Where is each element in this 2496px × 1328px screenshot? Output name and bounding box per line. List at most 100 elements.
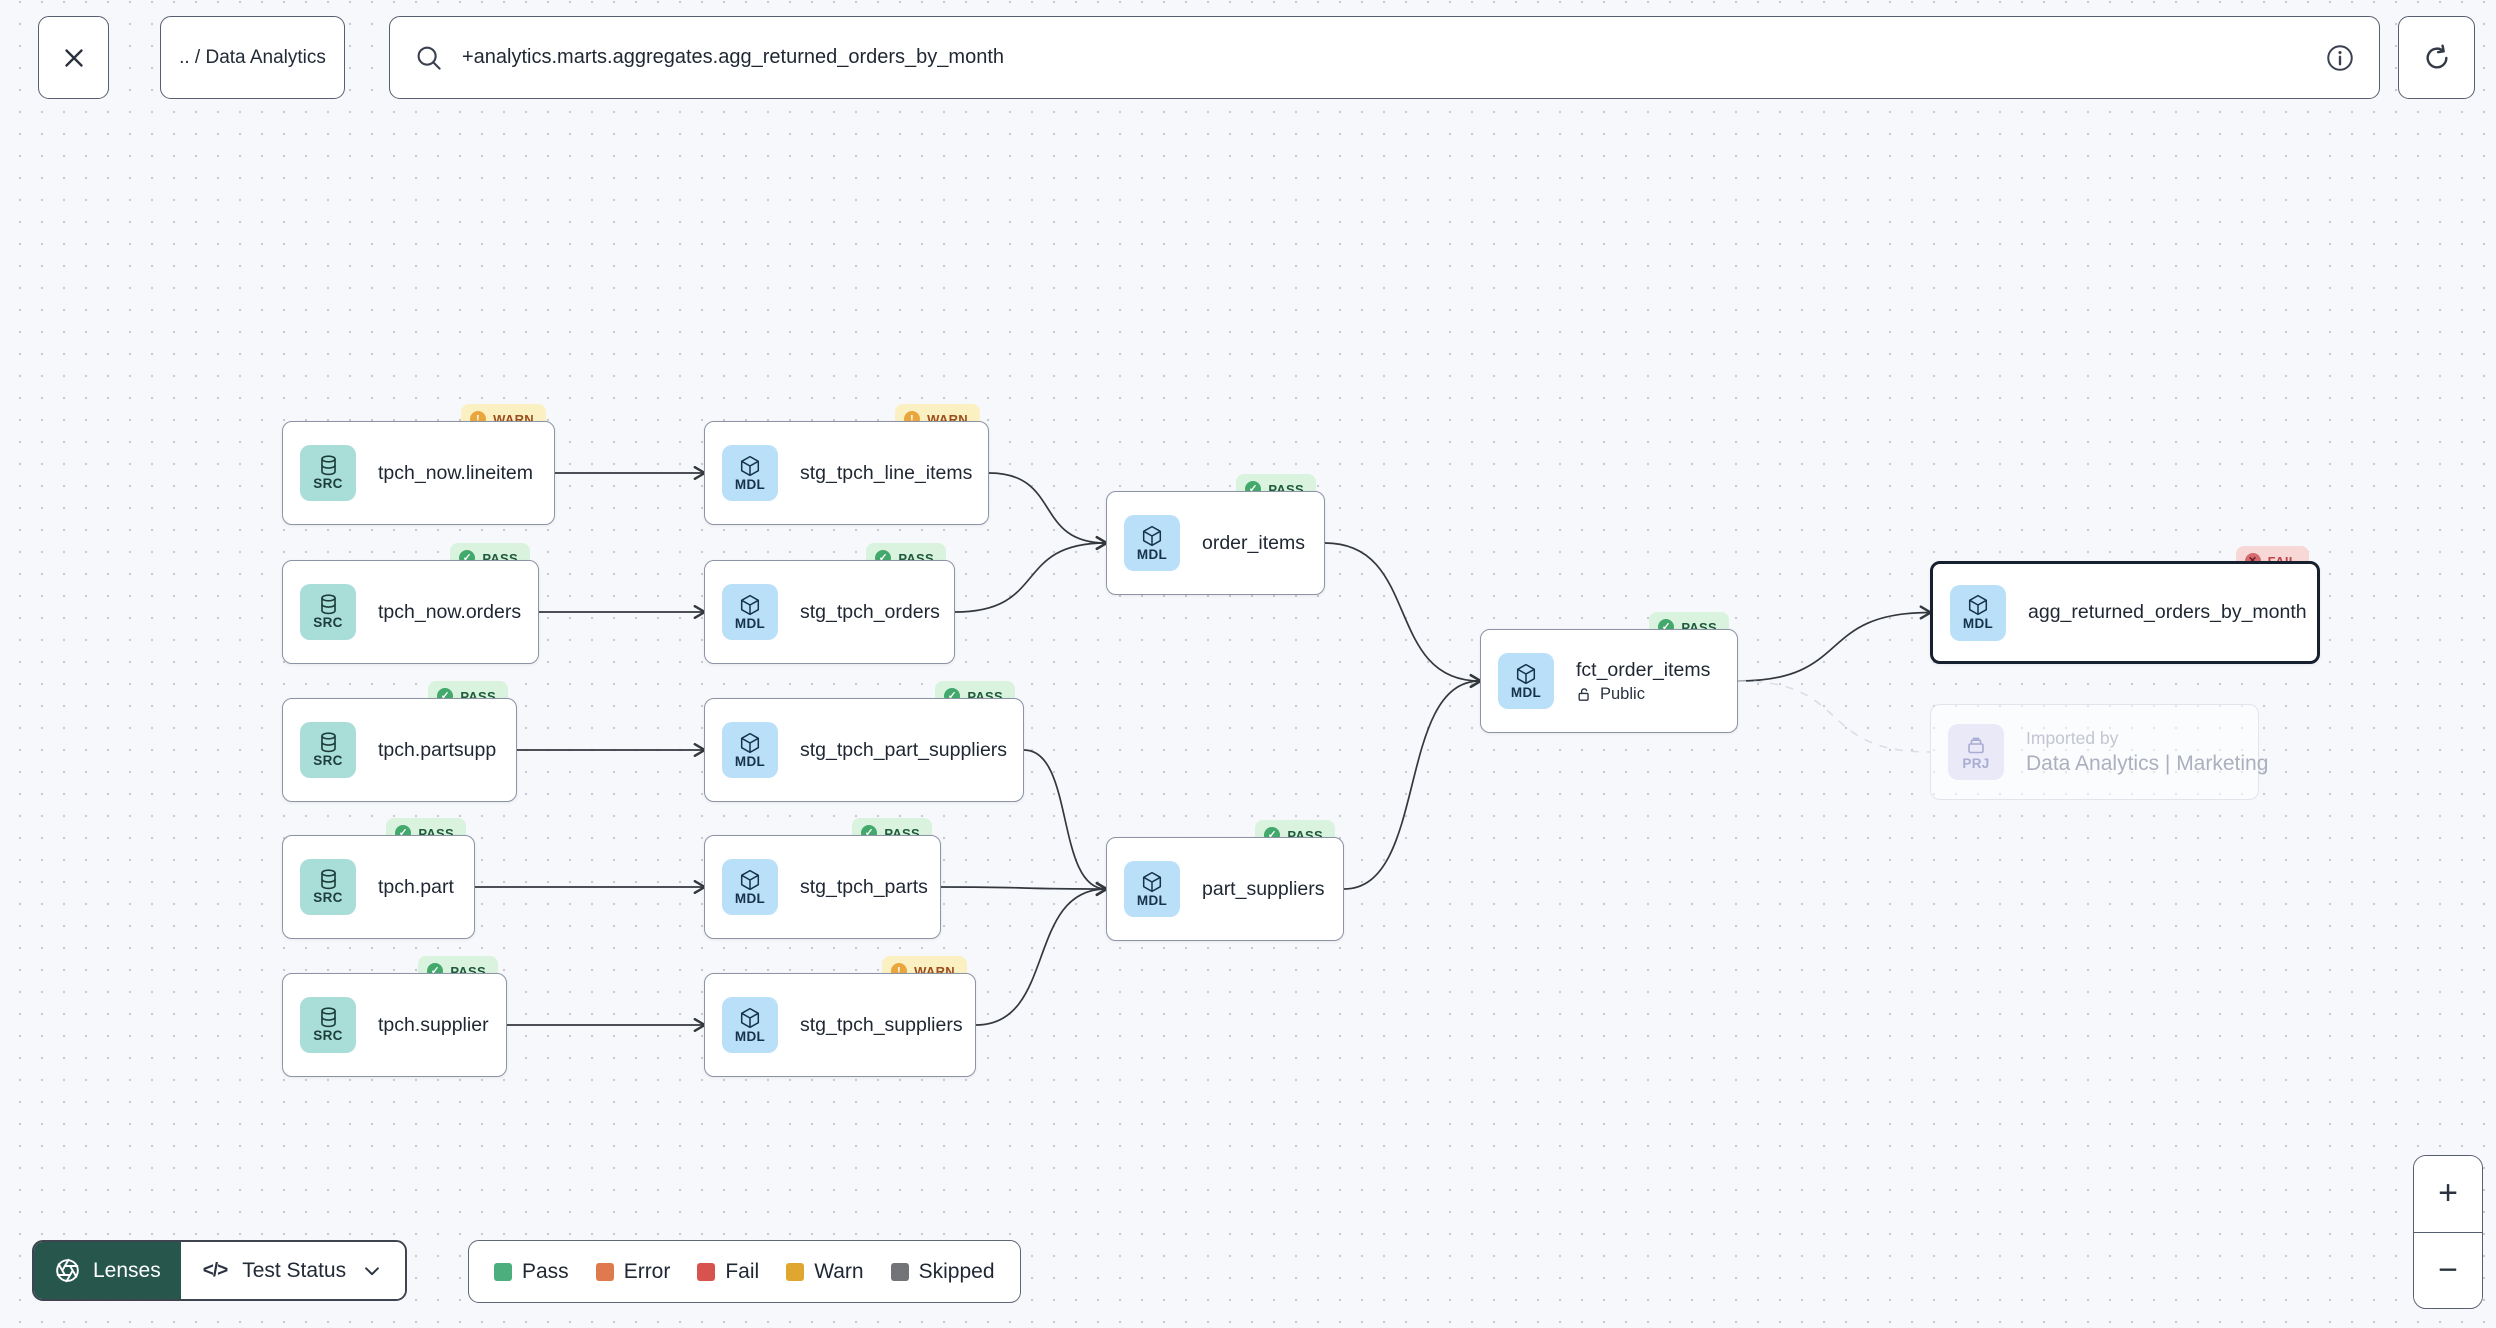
node-label-column: agg_returned_orders_by_month <box>2028 601 2307 624</box>
lenses-button[interactable]: Lenses <box>34 1242 181 1299</box>
database-typebox: SRC <box>300 584 356 640</box>
breadcrumb[interactable]: .. / Data Analytics <box>160 16 345 99</box>
node-label: stg_tpch_parts <box>800 875 928 898</box>
node-type-label: SRC <box>313 1028 343 1044</box>
legend-item-warn: Warn <box>786 1260 864 1284</box>
edge-stg_tpch_orders-to-order_items <box>954 535 1108 613</box>
node-label: tpch.part <box>378 875 454 898</box>
legend-swatch-skipped <box>890 1262 909 1281</box>
status-dot-icon: ✓ <box>875 550 892 566</box>
node-type-label: MDL <box>1136 546 1168 562</box>
node-label: stg_tpch_orders <box>800 600 940 623</box>
status-badge-label: WARN <box>927 411 968 427</box>
info-button[interactable] <box>2325 43 2355 73</box>
status-badge-fail: ✕FAIL <box>2235 546 2309 576</box>
cube-typebox: MDL <box>722 859 778 915</box>
status-badge-pass: ✓PASS <box>428 681 508 711</box>
refresh-button[interactable] <box>2398 16 2475 99</box>
edge-fct_order_items-to-imported_project <box>1737 680 1931 753</box>
node-label: tpch.supplier <box>378 1013 489 1036</box>
node-eyebrow: Imported by <box>2026 728 2119 748</box>
cube-icon <box>1140 524 1164 548</box>
minus-icon: − <box>2438 1250 2458 1289</box>
status-badge-label: PASS <box>1268 481 1304 497</box>
node-tpch-part[interactable]: ✓PASS SRC tpch.part <box>282 818 475 939</box>
search-input[interactable] <box>460 45 2309 70</box>
status-badge-pass: ✓PASS <box>386 818 466 848</box>
zoom-in-button[interactable]: + <box>2414 1156 2482 1233</box>
node-label-column: tpch.partsupp <box>378 739 496 762</box>
database-icon <box>317 593 340 616</box>
status-dot-icon: ✓ <box>861 825 878 841</box>
legend-label: Error <box>623 1259 671 1283</box>
node-tpch-partsupp[interactable]: ✓PASS SRC tpch.partsupp <box>282 681 517 802</box>
status-badge-label: PASS <box>482 550 518 566</box>
node-access-label: Public <box>1600 684 1645 703</box>
status-badge-pass: ✓PASS <box>1255 820 1335 850</box>
node-label-column: tpch_now.orders <box>378 601 521 624</box>
node-label-column: order_items <box>1202 532 1305 555</box>
status-dot-icon: ✓ <box>1264 827 1281 843</box>
status-dot-icon: ✓ <box>427 963 444 979</box>
node-type-label: MDL <box>734 1028 766 1044</box>
status-badge-label: WARN <box>493 411 534 427</box>
status-badge-pass: ✓PASS <box>1649 612 1729 642</box>
node-label: Data Analytics | Marketing <box>2026 752 2269 775</box>
status-badge-label: PASS <box>460 688 496 704</box>
edge-fct_order_items-to-agg_returned_orders_by_month <box>1737 605 1932 682</box>
node-type-label: MDL <box>734 615 766 631</box>
cube-typebox: MDL <box>722 584 778 640</box>
zoom-out-button[interactable]: − <box>2414 1232 2482 1308</box>
lens-control: Lenses </> Test Status <box>32 1240 408 1301</box>
node-label: order_items <box>1202 531 1305 554</box>
edge-part_suppliers-to-fct_order_items <box>1343 673 1482 890</box>
edge-stg_tpch_line_items-to-order_items <box>988 472 1108 551</box>
status-badge-label: PASS <box>418 825 454 841</box>
cube-typebox: MDL <box>1950 584 2006 641</box>
edge-stg_tpch_suppliers-to-part_suppliers <box>975 881 1108 1026</box>
legend-item-pass: Pass <box>494 1260 569 1284</box>
legend-label: Skipped <box>918 1259 995 1283</box>
database-typebox: SRC <box>300 445 356 501</box>
project-icon <box>1964 733 1988 757</box>
code-icon: </> <box>202 1259 229 1281</box>
close-button[interactable] <box>38 16 109 99</box>
status-badge-label: PASS <box>967 688 1003 704</box>
close-icon <box>64 48 83 67</box>
node-type-label: SRC <box>313 476 343 492</box>
node-label: fct_order_items <box>1576 658 1711 681</box>
node-label: tpch.partsupp <box>378 738 497 761</box>
lens-selected-label: Test Status <box>242 1258 347 1282</box>
lock-open-icon <box>1576 686 1593 703</box>
node-agg-returned-orders-by-month[interactable]: ✕FAIL MDL agg_returned_orders_by_month <box>1930 546 2320 664</box>
node-type-label: MDL <box>1962 616 1994 632</box>
database-typebox: SRC <box>300 859 356 915</box>
status-dot-icon: ✓ <box>1658 619 1675 635</box>
status-dot-icon: ! <box>904 411 921 427</box>
node-label-column: tpch.part <box>378 876 454 899</box>
database-typebox: SRC <box>300 722 356 778</box>
database-icon <box>317 1006 340 1029</box>
cube-icon <box>738 731 762 755</box>
node-type-label: SRC <box>313 890 343 906</box>
legend-label: Pass <box>522 1259 569 1283</box>
status-badge-warn: !WARN <box>461 404 546 434</box>
lens-selector-dropdown[interactable]: </> Test Status <box>180 1242 406 1299</box>
status-dot-icon: ✓ <box>944 688 961 704</box>
database-icon <box>317 454 340 477</box>
node-label: stg_tpch_line_items <box>800 461 973 484</box>
cube-typebox: MDL <box>722 997 778 1053</box>
database-icon <box>317 731 340 754</box>
